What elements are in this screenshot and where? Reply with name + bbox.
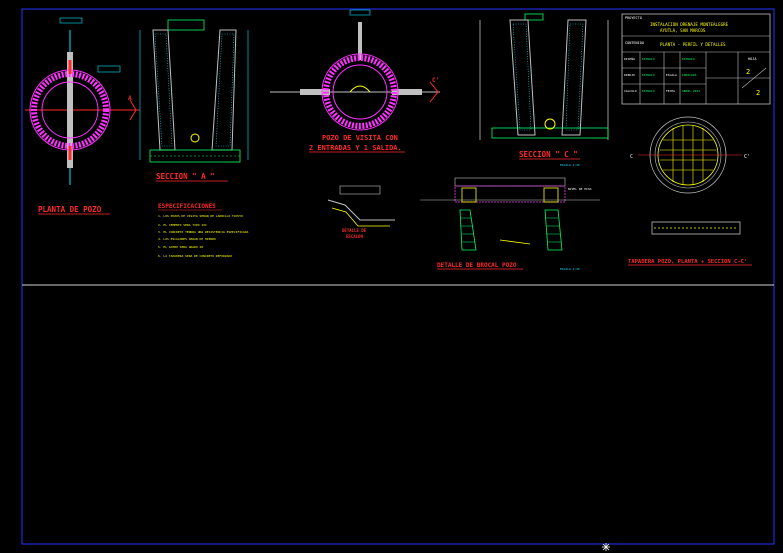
pozo-visita-title-2: 2 ENTRADAS Y 1 SALIDA. [309,144,402,152]
tb-header: PROYECTO [625,16,642,20]
crosshair-cursor-icon [602,543,610,551]
tb-contenido-label: CONTENIDO [625,41,644,45]
tb-row3-a: ESTUDIO [642,89,655,93]
detalle-brocal-title: DETALLE DE BROCAL POZO [437,262,517,269]
c-right-label: C' [432,77,439,84]
spec-line-6: 6. LA TAPADERA SERA DE CONCRETO REFORZAD… [158,254,232,258]
tb-contenido: PLANTA - PERFIL Y DETALLES [660,42,726,47]
title-block: PROYECTO INSTALACION DRENAJE MONTEALEGRE… [621,13,771,105]
tapaderas-title: TAPADERA POZO, PLANTA + SECCION C-C' [628,259,747,265]
tb-row1-c: ESTUDIO [682,57,695,61]
tb-project-line2: AYUTLA, SAN MARCOS [660,28,706,33]
detalle-escalon-view: DETALLE DE ESCALON [327,185,395,239]
spec-line-2: 2. EL CEMENTO SERA TIPO III [158,223,207,227]
nivel-piso-label: NIVEL DE PISO [568,187,592,191]
tb-row2-b: ESCALA [666,73,677,77]
cp-right-small: C' [744,154,750,160]
seccion-c-title: SECCION " C " [519,150,578,159]
tb-hoja-num: 2 [746,68,750,76]
tb-row1-label: DISEÑO [624,56,635,61]
tb-hoja-total: 2 [756,89,760,97]
especificaciones-title: ESPECIFICACIONES [158,203,216,210]
planta-pozo-view: A PLANTA DE POZO [25,17,140,215]
tb-row2-label: DIBUJO [624,73,635,77]
a-mark-label: A [128,95,132,102]
seccion-c-view: SECCION " C " ESCALA 1:25 [479,13,609,167]
tb-row3-c: ABRIL 2012 [682,89,700,93]
detalle-escalon-title-1: DETALLE DE [342,228,367,233]
pozo-visita-view: C' POZO DE VISITA CON 2 ENTRADAS Y 1 SAL… [270,9,440,153]
especificaciones-block: ESPECIFICACIONES 1. LOS POZOS DE VISITA … [158,203,249,258]
tb-row2-c: INDICADA [682,73,697,77]
detalle-brocal-view: NIVEL DE PISO DETALLE DE BROCAL POZO ESC… [420,177,600,271]
seccion-a-title: SECCION " A " [156,172,215,181]
spec-line-5: 5. EL ACERO SERA GRADO 40 [158,245,203,249]
tb-row2-a: ESTUDIO [642,73,655,77]
planta-pozo-title: PLANTA DE POZO [38,205,102,214]
escala-1-label: ESCALA 1:25 [560,163,580,167]
drawing-border [21,8,775,545]
c-left-small: C [630,154,633,160]
pozo-visita-title-1: POZO DE VISITA CON [322,134,398,142]
detalle-escalon-title-2: ESCALON [346,234,363,239]
escala-2-label: ESCALA 1:25 [560,267,580,271]
tapadera-view: C C' TAPADERA POZO, PLANTA + SECCION C-C… [628,116,752,266]
tb-row3-label: CALCULO [624,89,637,93]
tb-row1-a: ESTUDIO [642,57,655,61]
seccion-a-view: SECCION " A " [139,19,249,182]
tb-row3-b: FECHA [666,89,675,93]
tb-hoja-label: HOJA [748,57,757,61]
spec-line-3: 3. EL CONCRETO TENDRA UNA RESISTENCIA ES… [158,230,249,234]
tb-project-line1: INSTALACION DRENAJE MONTEALEGRE [650,22,729,27]
spec-line-1: 1. LOS POZOS DE VISITA SERAN DE LADRILLO… [158,214,243,218]
spec-line-4: 4. LOS ESCALONES SERAN DE HIERRO [158,237,216,241]
